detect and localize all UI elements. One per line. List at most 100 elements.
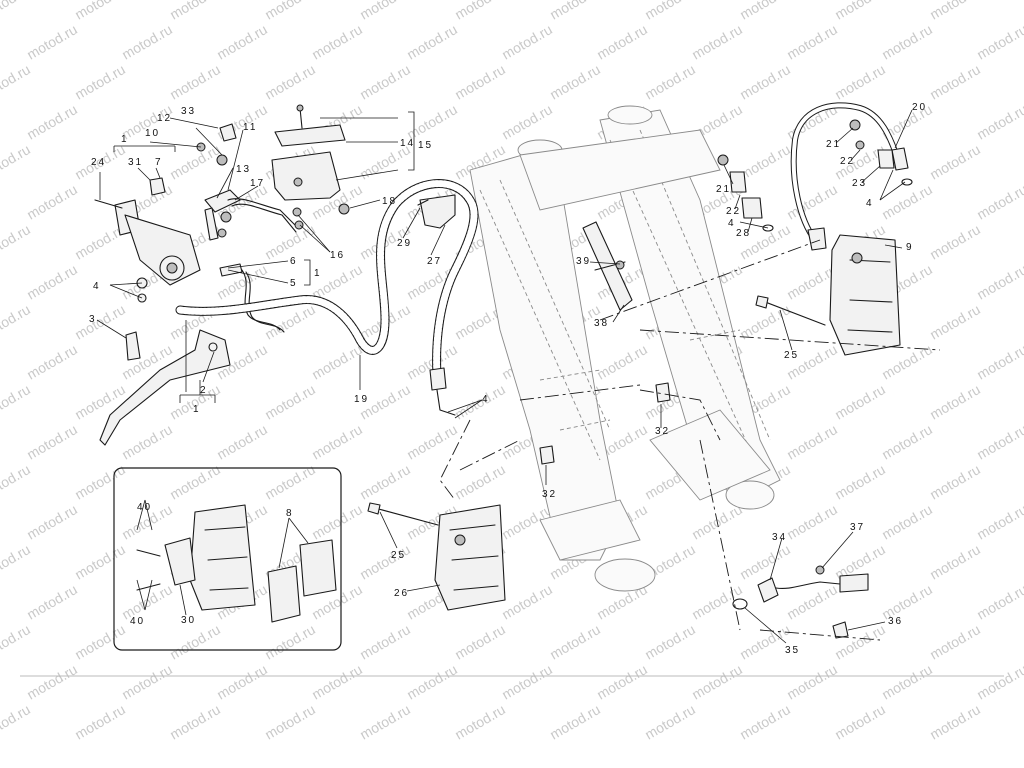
brake-lever xyxy=(99,329,231,446)
callout-31: 31 xyxy=(128,157,143,168)
watermark-text: motod.ru xyxy=(737,141,793,182)
callout-1-mid: 1 xyxy=(314,268,322,279)
watermark-text: motod.ru xyxy=(832,701,888,742)
callout-40-bottom: 40 xyxy=(130,616,145,627)
watermark-text: motod.ru xyxy=(879,181,935,222)
callout-4-left: 4 xyxy=(93,281,101,292)
watermark-text: motod.ru xyxy=(262,621,318,662)
watermark-text: motod.ru xyxy=(927,701,983,742)
watermark-text: motod.ru xyxy=(167,461,223,502)
front-fork-ghost xyxy=(469,105,781,592)
hose-guide-bracket xyxy=(582,221,633,311)
watermark-text: motod.ru xyxy=(642,0,698,23)
watermark-text: motod.ru xyxy=(547,621,603,662)
watermark-text: motod.ru xyxy=(784,501,840,542)
watermark-text: motod.ru xyxy=(452,621,508,662)
watermark-text: motod.ru xyxy=(167,61,223,102)
watermark-text: motod.ru xyxy=(119,421,175,462)
watermark-text: motod.ru xyxy=(927,141,983,182)
watermark-text: motod.ru xyxy=(262,61,318,102)
brake-pad-inset xyxy=(113,467,342,651)
watermark-text: motod.ru xyxy=(927,381,983,422)
watermark-text: motod.ru xyxy=(974,501,1024,542)
callout-5: 5 xyxy=(290,278,298,289)
callout-13: 13 xyxy=(236,164,251,175)
watermark-text: motod.ru xyxy=(72,701,128,742)
leader-lines xyxy=(96,109,913,644)
watermark-text: motod.ru xyxy=(0,301,33,342)
watermark-text: motod.ru xyxy=(832,61,888,102)
callout-4-right-high: 4 xyxy=(866,198,874,209)
watermark-text: motod.ru xyxy=(927,541,983,582)
watermark-text: motod.ru xyxy=(0,221,33,262)
watermark-text: motod.ru xyxy=(214,21,270,62)
callout-15: 15 xyxy=(418,140,433,151)
watermark-text: motod.ru xyxy=(737,541,793,582)
callout-35: 35 xyxy=(785,645,800,656)
watermark-text: motod.ru xyxy=(309,341,365,382)
watermark-text: motod.ru xyxy=(167,381,223,422)
watermark-text: motod.ru xyxy=(72,461,128,502)
watermark-text: motod.ru xyxy=(24,341,80,382)
callout-2: 2 xyxy=(200,385,208,396)
watermark-text: motod.ru xyxy=(832,381,888,422)
watermark-text: motod.ru xyxy=(24,101,80,142)
watermark-text: motod.ru xyxy=(309,501,365,542)
watermark-text: motod.ru xyxy=(167,0,223,23)
watermark-text: motod.ru xyxy=(404,101,460,142)
callout-25-right: 25 xyxy=(784,350,799,361)
callout-34: 34 xyxy=(772,532,787,543)
callout-40-top: 40 xyxy=(137,502,152,513)
watermark-text: motod.ru xyxy=(974,21,1024,62)
watermark-text: motod.ru xyxy=(214,661,270,702)
reservoir-hardware xyxy=(196,123,350,241)
callout-32-left: 32 xyxy=(542,489,557,500)
watermark-text: motod.ru xyxy=(974,261,1024,302)
callout-10: 10 xyxy=(145,128,160,139)
callout-23: 23 xyxy=(852,178,867,189)
callout-4-right-low: 4 xyxy=(728,218,736,229)
watermark-text: motod.ru xyxy=(879,501,935,542)
watermark-text: motod.ru xyxy=(784,421,840,462)
left-brake-caliper xyxy=(367,502,506,611)
watermark-text: motod.ru xyxy=(357,61,413,102)
watermark-text: motod.ru xyxy=(0,541,33,582)
watermark-text: motod.ru xyxy=(0,0,33,23)
watermark-text: motod.ru xyxy=(452,701,508,742)
watermark-text: motod.ru xyxy=(879,421,935,462)
watermark-text: motod.ru xyxy=(784,661,840,702)
callout-28: 28 xyxy=(736,228,751,239)
fluid-reservoir xyxy=(271,104,346,201)
watermark-text: motod.ru xyxy=(927,61,983,102)
watermark-text: motod.ru xyxy=(832,0,888,23)
watermark-text: motod.ru xyxy=(642,61,698,102)
watermark-text: motod.ru xyxy=(24,581,80,622)
watermark-text: motod.ru xyxy=(784,21,840,62)
watermark-text: motod.ru xyxy=(689,661,745,702)
callout-32-right: 32 xyxy=(655,426,670,437)
callout-19: 19 xyxy=(354,394,369,405)
watermark-text: motod.ru xyxy=(594,661,650,702)
bushings xyxy=(539,382,671,465)
watermark-text: motod.ru xyxy=(72,621,128,662)
callout-16: 16 xyxy=(330,250,345,261)
watermark-text: motod.ru xyxy=(24,501,80,542)
callout-26: 26 xyxy=(394,588,409,599)
callout-30: 30 xyxy=(181,615,196,626)
watermark-text: motod.ru xyxy=(0,701,33,742)
callout-7: 7 xyxy=(155,157,163,168)
watermark-text: motod.ru xyxy=(0,61,33,102)
watermark-text: motod.ru xyxy=(357,461,413,502)
watermark-text: motod.ru xyxy=(927,461,983,502)
watermark-text: motod.ru xyxy=(262,701,318,742)
watermark-text: motod.ru xyxy=(262,381,318,422)
watermark-text: motod.ru xyxy=(0,381,33,422)
callout-1-top: 1 xyxy=(121,134,129,145)
watermark-text: motod.ru xyxy=(0,141,33,182)
watermark-text: motod.ru xyxy=(784,181,840,222)
watermark-text: motod.ru xyxy=(357,0,413,23)
watermark-text: motod.ru xyxy=(547,701,603,742)
watermark-text: motod.ru xyxy=(357,701,413,742)
right-brake-caliper xyxy=(755,234,901,356)
